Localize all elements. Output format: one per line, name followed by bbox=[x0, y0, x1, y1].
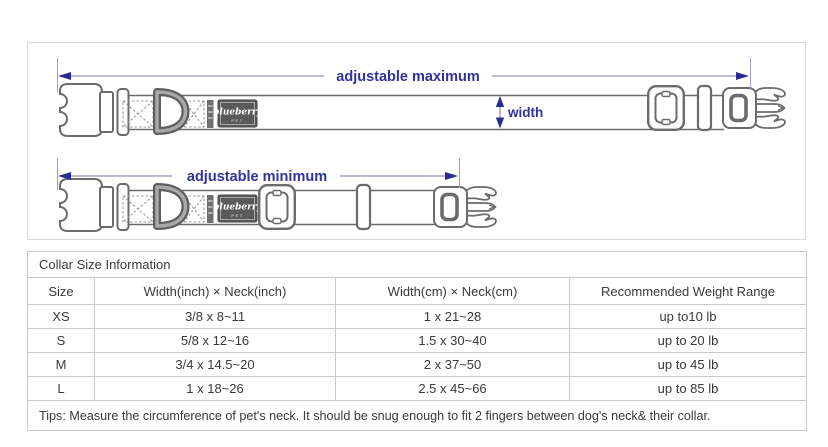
table-row: XS 3/8 x 8~11 1 x 21~28 up to10 lb bbox=[27, 304, 807, 329]
cm-cell: 2.5 x 45~66 bbox=[335, 376, 570, 401]
weight-cell: up to10 lb bbox=[569, 304, 807, 329]
inch-cell: 5/8 x 12~16 bbox=[94, 328, 336, 353]
size-cell: L bbox=[27, 376, 95, 401]
arrow-up-icon bbox=[495, 96, 505, 107]
dimension-adjustable-minimum: adjustable minimum bbox=[57, 158, 460, 190]
care-tag-icon bbox=[207, 100, 214, 128]
table-header-row: Size Width(inch) × Neck(inch) Width(cm) … bbox=[27, 277, 807, 305]
brand-sub: PET bbox=[231, 118, 243, 123]
table-row: S 5/8 x 12~16 1.5 x 30~40 up to 20 lb bbox=[27, 328, 807, 353]
column-header-size: Size bbox=[27, 277, 95, 305]
dimension-adjustable-maximum: adjustable maximum bbox=[57, 58, 751, 92]
collar-head-assembly bbox=[60, 179, 263, 231]
keeper-icon bbox=[355, 183, 372, 231]
size-cell: M bbox=[27, 352, 95, 377]
male-buckle-icon bbox=[432, 185, 498, 229]
inch-cell: 1 x 18~26 bbox=[94, 376, 336, 401]
adjustable-maximum-label: adjustable maximum bbox=[336, 69, 479, 85]
weight-cell: up to 85 lb bbox=[569, 376, 807, 401]
table-title-row: Collar Size Information bbox=[27, 251, 807, 278]
adjustable-minimum-label: adjustable minimum bbox=[187, 169, 327, 185]
tips-text: Tips: Measure the circumference of pet's… bbox=[27, 400, 807, 431]
arrow-right-icon bbox=[445, 172, 458, 180]
column-header-weight-range: Recommended Weight Range bbox=[569, 277, 807, 305]
brand-label: blueberry PET bbox=[213, 99, 263, 128]
collar-minimum: adjustable minimum bbox=[57, 158, 498, 231]
arrow-left-icon bbox=[58, 72, 71, 80]
table-row: M 3/4 x 14.5~20 2 x 37~50 up to 45 lb bbox=[27, 352, 807, 377]
inch-cell: 3/4 x 14.5~20 bbox=[94, 352, 336, 377]
table-tips-row: Tips: Measure the circumference of pet's… bbox=[27, 400, 807, 431]
table-row: L 1 x 18~26 2.5 x 45~66 up to 85 lb bbox=[27, 376, 807, 401]
keeper-icon bbox=[696, 84, 713, 132]
column-header-width-neck-cm: Width(cm) × Neck(cm) bbox=[335, 277, 570, 305]
arrow-down-icon bbox=[495, 117, 505, 129]
male-buckle-icon bbox=[721, 86, 787, 130]
width-label: width bbox=[507, 105, 543, 120]
female-buckle-icon bbox=[59, 83, 103, 137]
inch-cell: 3/8 x 8~11 bbox=[94, 304, 336, 329]
weight-cell: up to 45 lb bbox=[569, 352, 807, 377]
dimension-width: width bbox=[495, 96, 543, 129]
arrow-right-icon bbox=[736, 72, 749, 80]
collar-diagram: blueberry PET adjustable maximum bbox=[0, 58, 787, 250]
cm-cell: 1 x 21~28 bbox=[335, 304, 570, 329]
arrow-left-icon bbox=[58, 172, 71, 180]
table-title: Collar Size Information bbox=[27, 251, 807, 278]
collar-head-assembly: blueberry PET bbox=[59, 83, 263, 137]
brand-name: blueberry bbox=[213, 108, 262, 118]
cm-cell: 1.5 x 30~40 bbox=[335, 328, 570, 353]
column-header-width-neck-inch: Width(inch) × Neck(inch) bbox=[94, 277, 336, 305]
size-cell: XS bbox=[27, 304, 95, 329]
tri-glide-icon bbox=[258, 183, 296, 231]
size-cell: S bbox=[27, 328, 95, 353]
d-ring-icon bbox=[153, 88, 190, 135]
weight-cell: up to 20 lb bbox=[569, 328, 807, 353]
cm-cell: 2 x 37~50 bbox=[335, 352, 570, 377]
buckle-strap-bar-icon bbox=[99, 91, 114, 133]
collar-maximum: blueberry PET adjustable maximum bbox=[57, 58, 787, 137]
size-table: Collar Size Information Size Width(inch)… bbox=[27, 251, 807, 431]
tri-glide-icon bbox=[647, 84, 685, 132]
